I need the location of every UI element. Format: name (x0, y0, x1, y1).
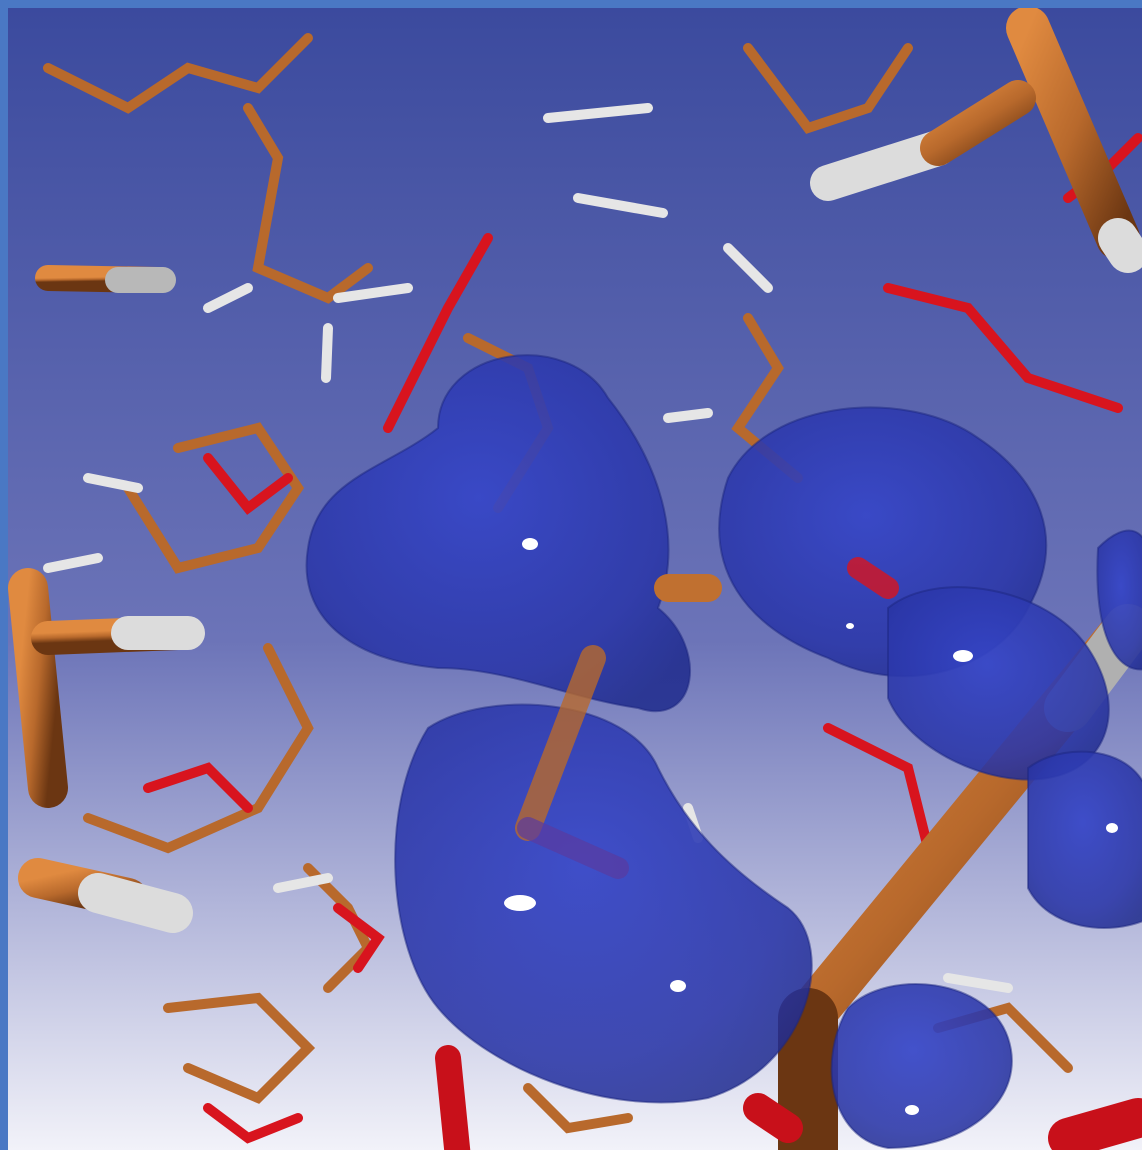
foreground-oxygen (435, 1045, 1142, 1150)
molecular-scene (8, 8, 1142, 1150)
background-molecules (43, 33, 1142, 1144)
embedded-bonds (515, 557, 899, 879)
isosurface (305, 354, 1142, 1150)
highlights (504, 538, 1118, 1115)
